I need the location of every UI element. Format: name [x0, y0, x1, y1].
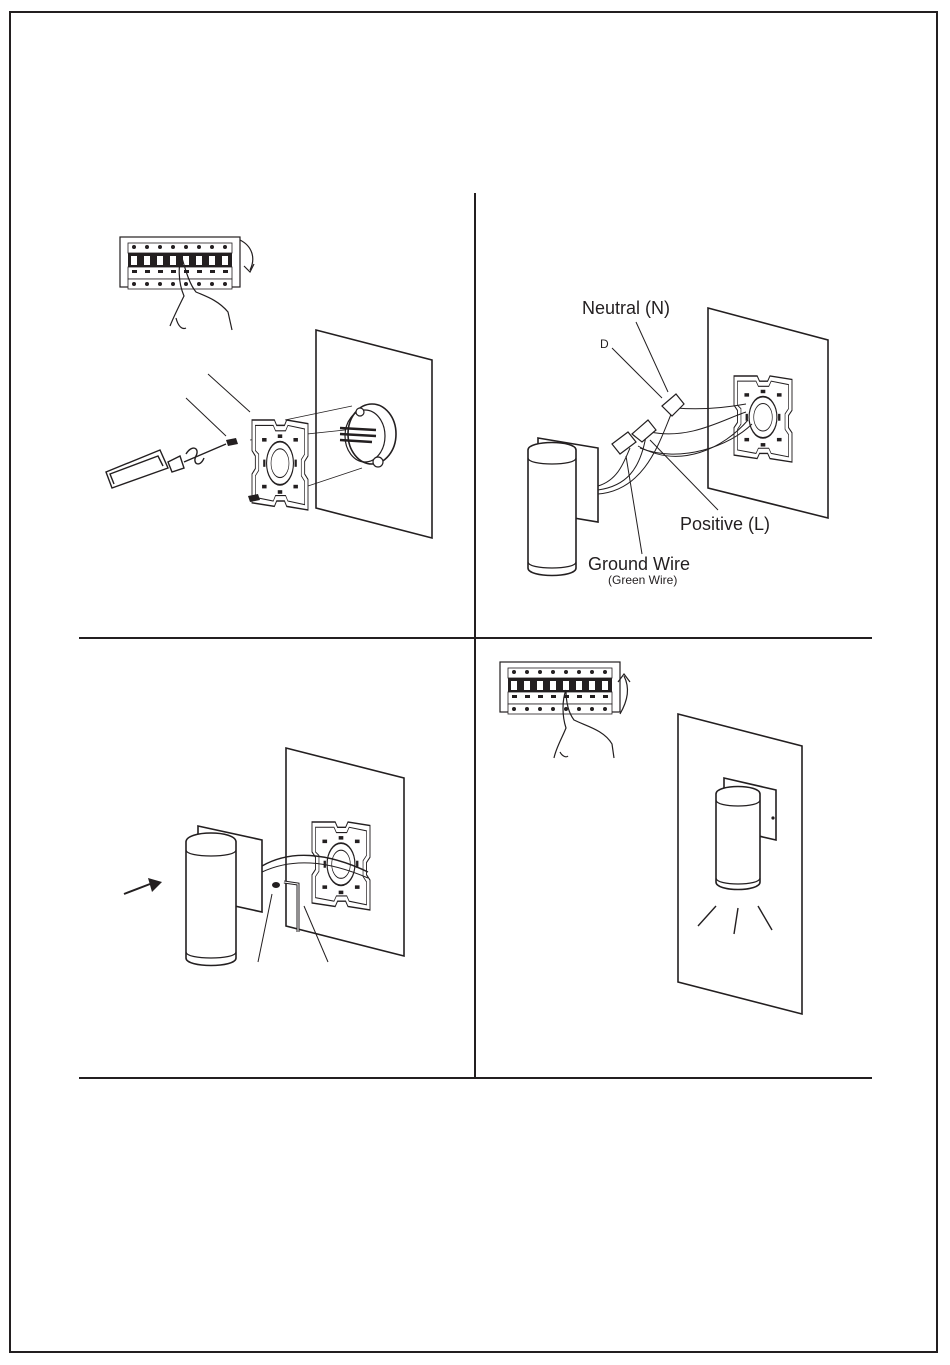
- neutral-label: Neutral (N): [582, 298, 670, 318]
- breaker-panel-icon: [500, 662, 620, 714]
- positive-label: Positive (L): [680, 514, 770, 534]
- ground-wire-label: Ground Wire: [588, 554, 690, 574]
- mounting-plate: [312, 822, 370, 910]
- fixture-cylinder: [716, 787, 760, 890]
- ground-wire-note: (Green Wire): [608, 573, 677, 587]
- mounting-plate: [252, 420, 308, 510]
- screwdriver-icon: [106, 444, 226, 488]
- push-arrow-icon: [124, 878, 162, 894]
- step-c-illustration: [124, 748, 404, 966]
- fixture-cylinder: [186, 833, 236, 966]
- d-label: D: [600, 337, 609, 351]
- step-b-illustration: Neutral (N) D Positive (L) Ground Wire (…: [528, 298, 828, 587]
- wire-nut-icon: [612, 394, 684, 454]
- step-d-illustration: [500, 662, 802, 1014]
- step-a-illustration: [106, 237, 432, 538]
- set-screw-icon: [272, 882, 280, 888]
- mounting-plate: [734, 376, 792, 462]
